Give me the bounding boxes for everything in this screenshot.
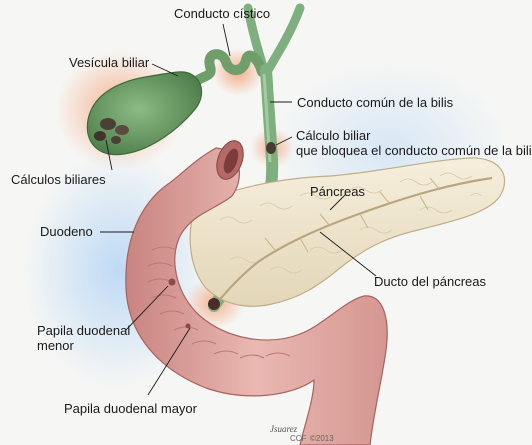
label-duodeno: Duodeno (40, 224, 93, 239)
artist-signature: Jsuarez (270, 424, 298, 434)
label-ducto-pancreas: Ducto del páncreas (374, 274, 486, 289)
major-papilla (208, 298, 220, 310)
bile-duct-stone (266, 142, 276, 154)
label-vesicula-biliar: Vesícula biliar (69, 55, 149, 70)
label-papila-mayor: Papila duodenal mayor (64, 401, 197, 416)
artist-year: ©2013 (310, 434, 334, 443)
gallstone-2 (115, 125, 129, 135)
gallstone-3 (94, 131, 106, 141)
label-conducto-cistico: Conducto cístico (174, 6, 270, 21)
label-calculos-biliares: Cálculos biliares (11, 172, 106, 187)
hepatic-duct-right (268, 8, 300, 70)
gallstone-1 (100, 118, 116, 130)
minor-papilla (169, 279, 176, 286)
label-pancreas: Páncreas (310, 184, 365, 199)
major-papilla-small (186, 324, 191, 329)
label-conducto-comun: Conducto común de la bilis (297, 95, 453, 110)
label-calculo-biliar: Cálculo biliar que bloquea el conducto c… (296, 128, 532, 158)
gallstone-4 (111, 136, 121, 144)
artist-credit: CCF (290, 434, 307, 443)
label-papila-menor: Papila duodenal menor (37, 323, 130, 353)
